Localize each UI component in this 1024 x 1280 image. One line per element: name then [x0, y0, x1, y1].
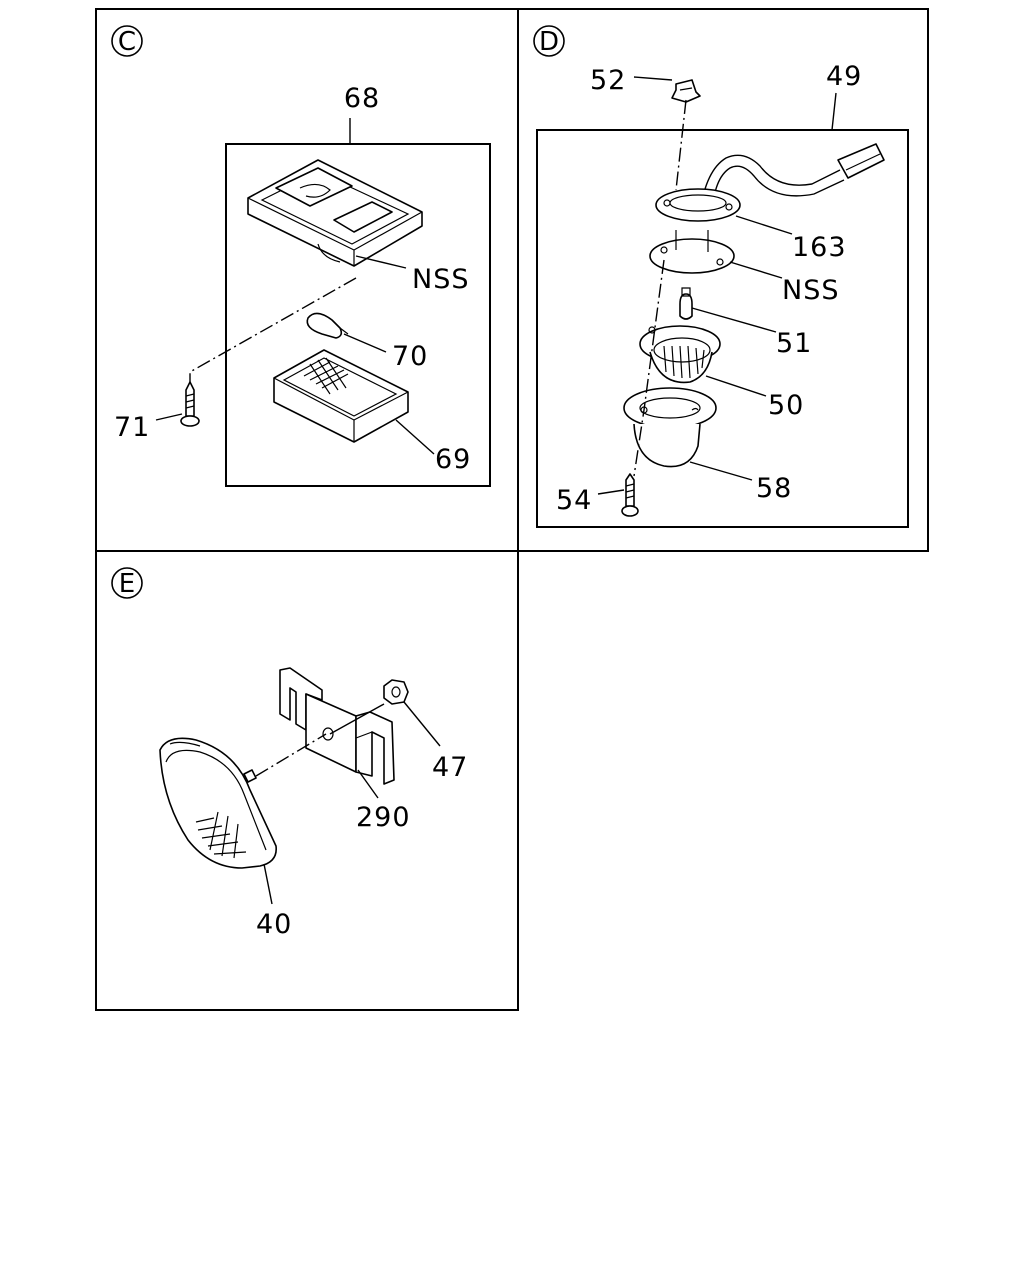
bulb-51 [679, 287, 693, 320]
panel-e-frame [95, 550, 519, 1011]
label-40: 40 [256, 909, 292, 940]
section-d-letter: D [539, 27, 559, 57]
part-49-assembly-box [536, 129, 909, 528]
screw-54 [621, 473, 639, 517]
panel-d-frame [517, 8, 929, 552]
label-47: 47 [432, 752, 468, 783]
label-52: 52 [590, 65, 626, 96]
label-68: 68 [344, 83, 380, 114]
label-54: 54 [556, 485, 592, 516]
section-c-letter: C [118, 27, 136, 57]
section-e-letter: E [119, 569, 135, 599]
harness-49 [699, 143, 885, 215]
label-163: 163 [792, 232, 847, 263]
section-e: E 47 290 40 [111, 567, 468, 940]
bracket-290 [279, 667, 395, 785]
section-c: C [111, 25, 491, 487]
label-290: 290 [356, 802, 411, 833]
lens-69 [273, 349, 409, 443]
section-c-marker: C [111, 25, 143, 57]
lens-58 [623, 387, 717, 468]
section-d-marker: D [533, 25, 565, 57]
section-d-circle [533, 25, 565, 57]
panel-frames [95, 8, 929, 1011]
bulb-70 [306, 312, 349, 339]
part-68-assembly-box [225, 143, 491, 487]
label-d-nss: NSS [782, 275, 839, 306]
side-lamp-40 [159, 737, 277, 869]
section-e-circle [111, 567, 143, 599]
label-51: 51 [776, 328, 812, 359]
section-d: D [533, 25, 909, 528]
section-e-marker: E [111, 567, 143, 599]
label-50: 50 [768, 390, 804, 421]
screw-71 [180, 381, 200, 427]
label-49: 49 [826, 61, 862, 92]
map-lamp-housing [247, 159, 423, 267]
clip-52 [671, 79, 701, 103]
nut-47 [383, 679, 409, 705]
label-69: 69 [435, 444, 471, 475]
label-70: 70 [392, 341, 428, 372]
label-58: 58 [756, 473, 792, 504]
label-71: 71 [114, 412, 150, 443]
gasket-163 [655, 188, 741, 222]
label-c-nss: NSS [412, 264, 469, 295]
lamp-base-nss [649, 230, 735, 274]
section-c-circle [111, 25, 143, 57]
reflector-50 [639, 325, 721, 384]
